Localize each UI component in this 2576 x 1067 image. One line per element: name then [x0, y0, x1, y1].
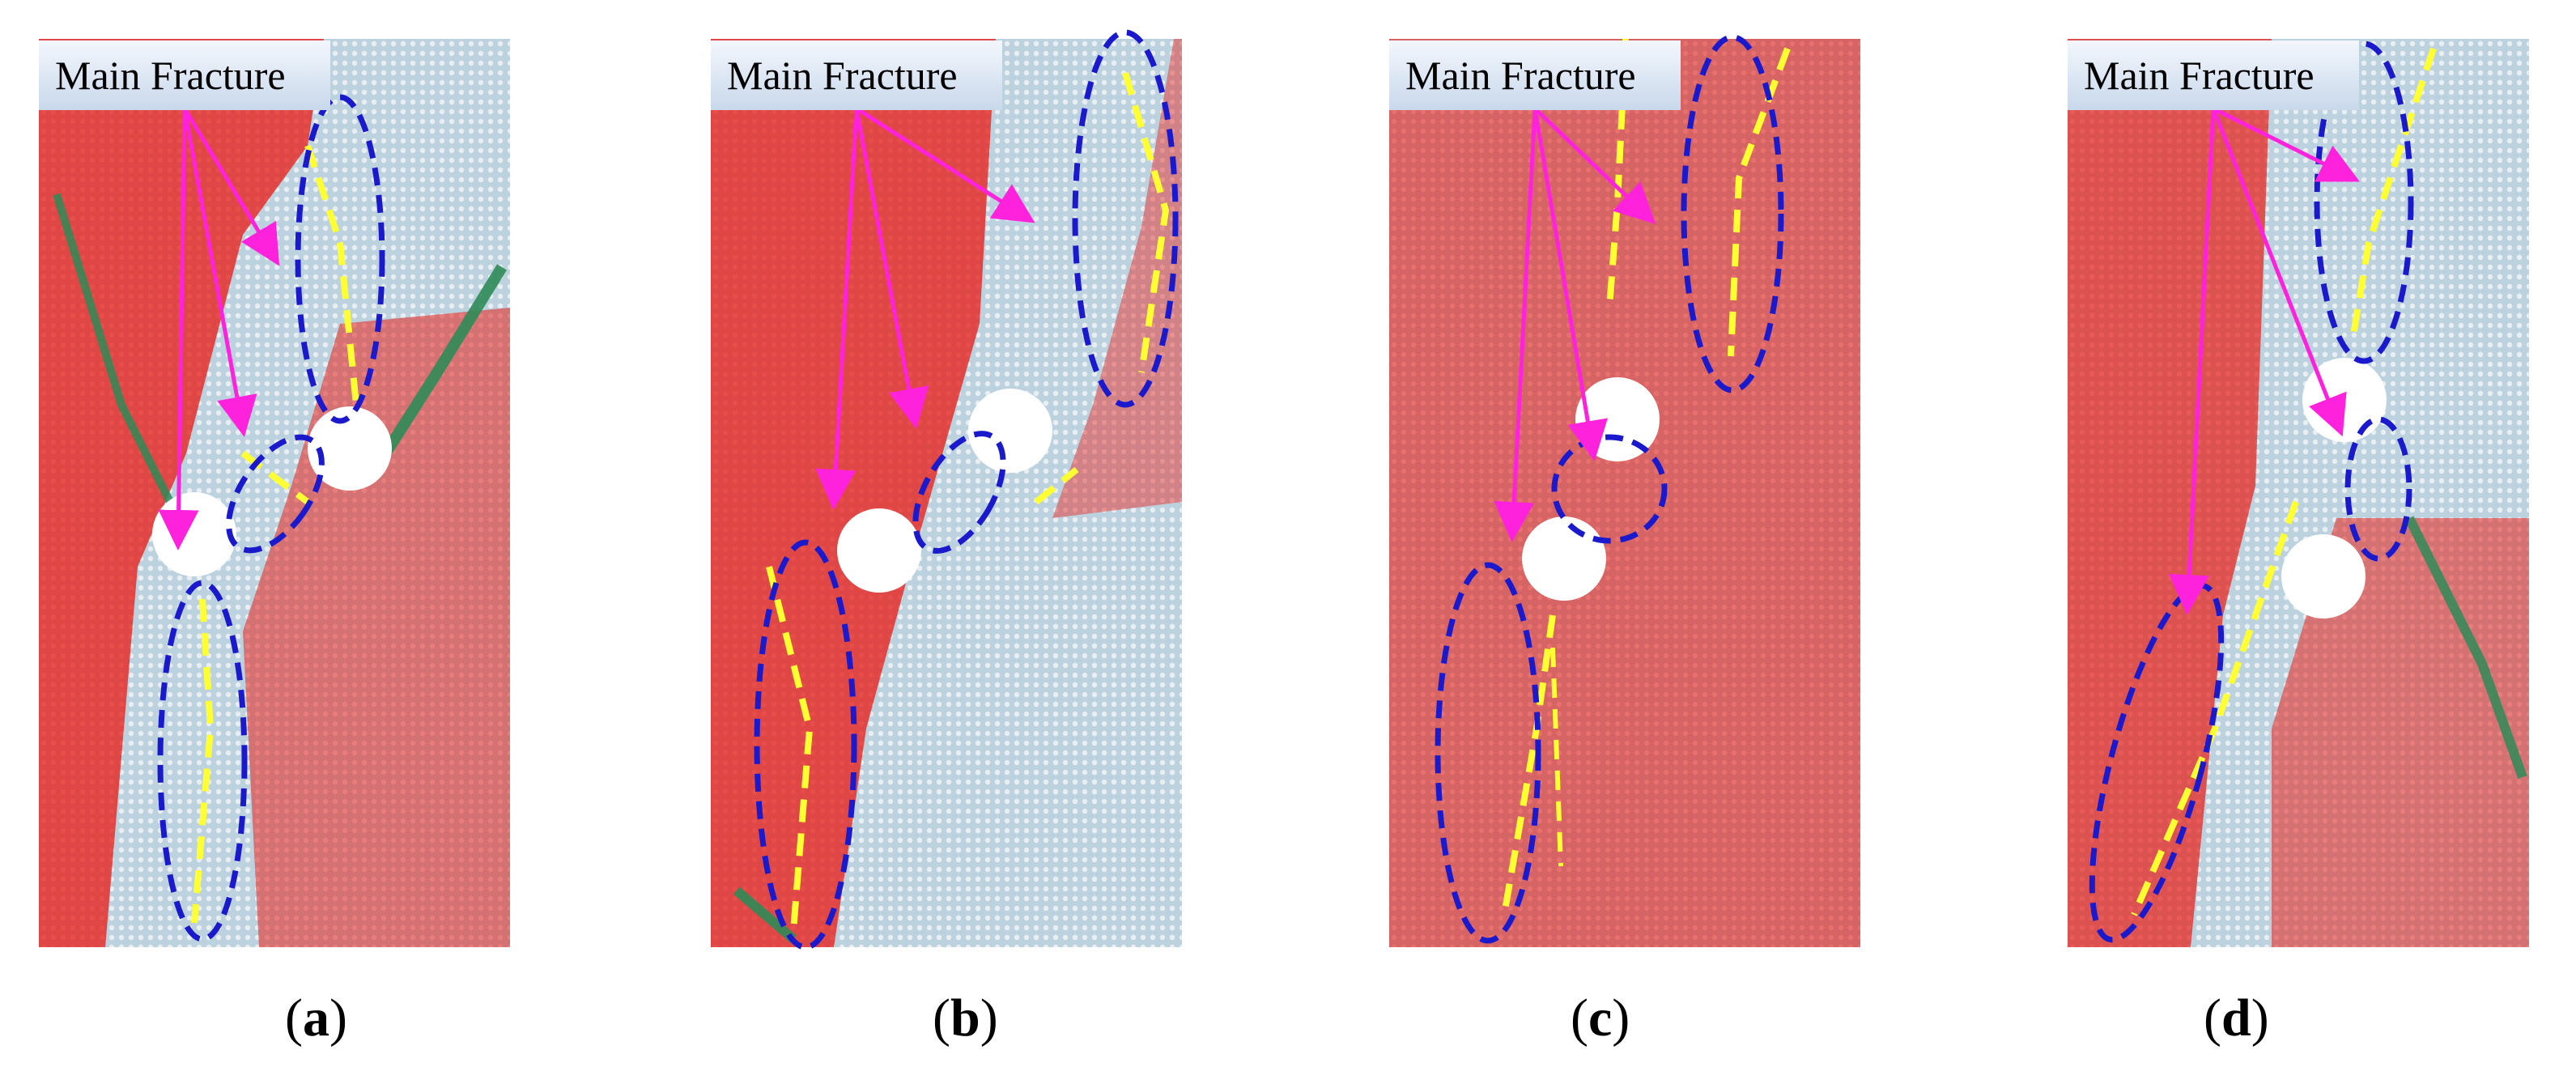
panel-caption: (a) [285, 988, 347, 1048]
highlight-ellipse [226, 434, 325, 554]
main-fracture-label: Main Fracture [1389, 40, 1681, 110]
panel-d: Main Fracture (d) [2029, 0, 2576, 1067]
arrow [1533, 107, 1656, 224]
panel-c-simulation [1389, 34, 1860, 947]
shear-crack [766, 566, 814, 932]
shear-crack [2349, 47, 2437, 341]
main-fracture-label: Main Fracture [2068, 40, 2359, 110]
failed-particles [733, 886, 797, 943]
highlight-ellipse [912, 431, 1006, 554]
highlight-ellipse [1435, 562, 1541, 944]
main-fracture-label: Main Fracture [39, 40, 330, 110]
shear-crack [1728, 47, 1791, 357]
panel-caption: (d) [2204, 988, 2269, 1048]
main-fracture-label: Main Fracture [711, 40, 1002, 110]
failed-particles [53, 193, 174, 504]
panel-caption: (c) [1571, 988, 1630, 1048]
arrow [2211, 108, 2347, 437]
panel-a: Main Fracture (a) [0, 0, 648, 1067]
arrow [1532, 108, 1608, 461]
tension-crack-zone [39, 39, 324, 947]
tension-crack-zone [243, 308, 510, 947]
hole [968, 389, 1052, 473]
highlight-ellipse [157, 580, 248, 942]
arrow [1494, 108, 1537, 542]
hole [152, 492, 236, 576]
highlight-ellipse [1072, 29, 1179, 408]
hole [837, 508, 921, 593]
panel-c: Main Fracture (c) [1350, 0, 1998, 1067]
arrow [158, 108, 199, 551]
highlight-ellipse [295, 94, 385, 424]
arrow [182, 108, 257, 437]
shear-crack [1122, 71, 1170, 373]
panel-b-simulation [711, 29, 1182, 950]
shear-crack [1034, 466, 1079, 505]
highlight-ellipse [1681, 34, 1784, 393]
failed-particles [2404, 516, 2527, 780]
arrow [854, 108, 929, 429]
highlight-ellipse [2344, 416, 2412, 562]
failed-particles [376, 264, 507, 465]
panel-b: Main Fracture (b) [672, 0, 1320, 1067]
hole [1522, 516, 1606, 601]
highlight-ellipse [2314, 40, 2414, 364]
tension-crack-zone [1052, 39, 1182, 518]
tension-crack-zone [2068, 39, 2272, 947]
panel-a-simulation [39, 39, 510, 947]
arrow [815, 108, 859, 510]
hole [308, 406, 392, 491]
shear-crack [191, 598, 215, 924]
arrow [2169, 108, 2216, 615]
arrow [182, 107, 280, 266]
shear-crack [240, 450, 310, 505]
arrow [2212, 106, 2360, 182]
tension-crack-zone [1389, 39, 1860, 947]
panel-d-simulation [2068, 39, 2529, 947]
highlight-ellipse [1551, 434, 1668, 544]
highlight-ellipse [754, 539, 857, 950]
shear-crack [304, 144, 359, 406]
shear-crack [2131, 500, 2299, 916]
hole [2281, 534, 2366, 619]
arrow [855, 106, 1035, 223]
shear-crack [1550, 647, 1563, 867]
panel-caption: (b) [933, 988, 998, 1048]
